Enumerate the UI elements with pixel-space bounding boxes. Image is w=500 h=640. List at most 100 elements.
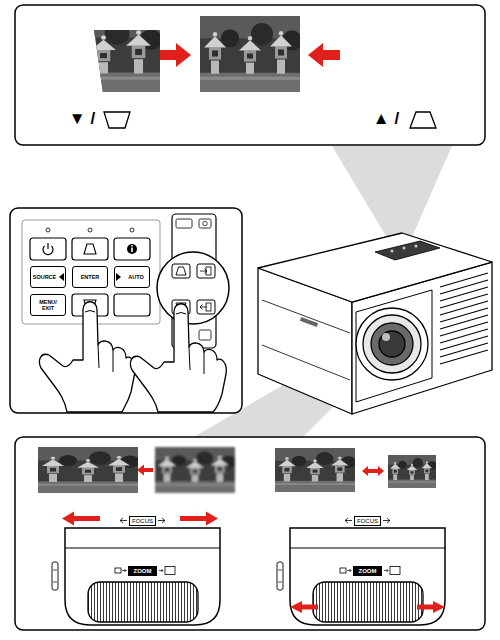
lens-ring: [345, 518, 352, 523]
focus-label: FOCUS: [129, 516, 156, 526]
remote-control: [200, 305, 207, 310]
projector: [440, 280, 488, 294]
magnifier-circle: [157, 252, 229, 324]
lens-ring: [290, 548, 445, 549]
projector: [440, 315, 488, 329]
hand: [130, 304, 226, 412]
control-panel: [130, 228, 134, 232]
control-panel: [10, 208, 242, 413]
projector: [258, 233, 492, 414]
projector: [371, 323, 413, 365]
info-icon: [131, 245, 133, 247]
zoom-label: ZOOM: [353, 566, 382, 576]
projector: [440, 273, 488, 287]
lens-ring: [52, 512, 220, 626]
keystone-label: ▼ /: [62, 108, 102, 130]
control-panel: [72, 238, 108, 260]
lens-ring: [65, 528, 220, 625]
button-label: MENU/ EXIT: [36, 299, 60, 312]
red-arrow: [417, 601, 445, 613]
projector: [440, 350, 488, 364]
projector: [440, 301, 488, 315]
keystone-icon: [84, 244, 96, 254]
button-label: SOURCE: [33, 274, 57, 280]
keystone-panel: [345, 15, 464, 92]
red-arrow: [308, 43, 340, 67]
panel-button: MENU/ EXIT: [30, 294, 66, 316]
projector: [375, 241, 440, 260]
lens-ring: [384, 569, 388, 572]
projector: [391, 250, 394, 253]
projector: [356, 290, 432, 402]
red-arrow: [137, 465, 153, 476]
hand: [39, 302, 135, 412]
hand: [176, 313, 204, 375]
lens-ring: [122, 569, 126, 572]
lens-ring: [158, 518, 165, 523]
info-icon: [127, 244, 137, 254]
projector: [363, 315, 421, 373]
lens-ring: [313, 582, 423, 622]
lens-ring: [390, 567, 400, 575]
lens-ring: [290, 528, 445, 625]
lens-ring: [383, 518, 390, 523]
projector: [440, 343, 488, 357]
projector: [300, 317, 318, 327]
lens-ring: [159, 569, 163, 572]
control-panel: [10, 208, 242, 413]
focus-zoom-panel: [388, 455, 437, 488]
keystone-panel: [15, 5, 485, 145]
remote-control: [199, 219, 211, 228]
focus-zoom-panel: [15, 437, 485, 630]
lens-ring: [278, 582, 282, 583]
control-panel: [46, 228, 50, 232]
remote-control: [157, 214, 229, 348]
lens-ring: [53, 570, 57, 571]
hand: [39, 302, 135, 412]
red-arrow: [180, 512, 218, 526]
arrow-key-icon: [59, 273, 64, 281]
remote-control: [199, 330, 211, 340]
panel-button: SOURCE: [30, 266, 66, 288]
projector: [440, 294, 488, 308]
remote-control: [203, 221, 208, 226]
keystone-icon: [104, 112, 130, 128]
lens-ring: [347, 569, 351, 572]
projector: [356, 308, 428, 380]
control-panel: [114, 294, 150, 316]
remote-control: [200, 269, 207, 274]
hand: [130, 304, 226, 412]
lens-ring: [165, 567, 175, 575]
lens-ring: [115, 568, 121, 573]
projector: [440, 273, 488, 364]
focus-label: FOCUS: [354, 516, 381, 526]
focus-zoom-panel: [155, 447, 237, 493]
info-icon: [131, 248, 133, 253]
lens-ring: [277, 518, 445, 625]
panel-button: ENTER: [72, 266, 108, 288]
projector: [403, 247, 406, 250]
remote-control: [197, 300, 215, 314]
remote-control: [197, 264, 215, 278]
control-panel: [30, 238, 66, 260]
button-label: ENTER: [81, 274, 100, 280]
lens-ring: [340, 568, 346, 573]
button-label: AUTO: [128, 274, 143, 280]
remote-control: [172, 264, 190, 278]
light-cone: [332, 146, 452, 246]
power-icon: [47, 243, 48, 249]
remote-control: [176, 219, 192, 228]
focus-zoom-panel: [15, 437, 485, 630]
keystone-label: ▲ /: [366, 108, 406, 130]
lens-ring: [277, 562, 283, 590]
keystone-panel: [47, 15, 162, 92]
projector: [382, 333, 390, 341]
control-panel: [114, 238, 150, 260]
lens-ring: [278, 570, 282, 571]
projector: [440, 329, 488, 343]
projector: [440, 322, 488, 336]
projector: [258, 233, 492, 302]
projector: [440, 308, 488, 322]
keystone-panel: [15, 5, 485, 145]
